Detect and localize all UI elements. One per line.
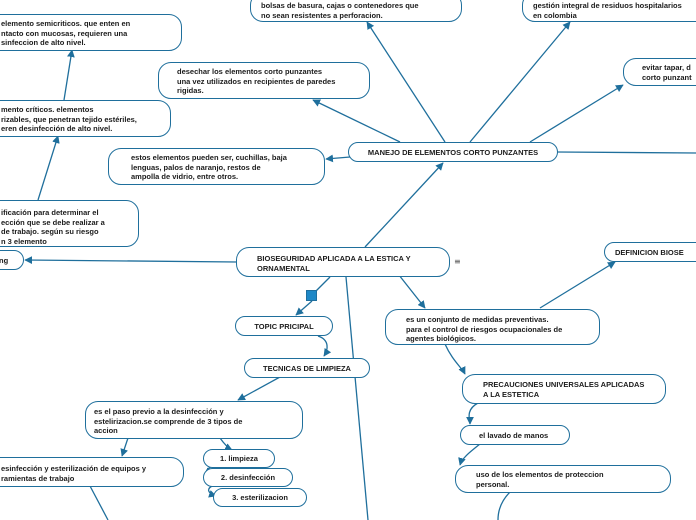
link-manejo-right	[556, 151, 696, 154]
node-esterilizacion[interactable]: 3. esterilizacion	[213, 488, 307, 507]
link-manejo-bolsas	[366, 21, 446, 143]
menu-icon[interactable]: ≡	[454, 257, 461, 266]
link-topic-tecnicas	[317, 335, 332, 357]
link-uso-down	[497, 491, 511, 520]
link-central-collapse	[314, 276, 331, 293]
link-paso-desinfeccion-eq	[120, 437, 129, 457]
node-gestion[interactable]: gestión integral de residuos hospitalari…	[522, 0, 696, 22]
link-collapse-topic	[295, 300, 313, 316]
link-central-manejo	[364, 162, 444, 248]
node-desechar[interactable]: desechar los elementos corto punzantes u…	[158, 62, 370, 99]
link-medidas-definicion	[539, 261, 616, 309]
collapse-icon[interactable]	[306, 290, 317, 301]
node-desinfeccion-eq[interactable]: esinfección y esterilización de equipos …	[0, 457, 184, 487]
node-definicion[interactable]: DEFINICION BIOSE	[604, 242, 696, 262]
link-manejo-desechar	[312, 99, 401, 143]
node-criticos[interactable]: mento críticos. elementos rizables, que …	[0, 100, 171, 137]
link-manejo-evitar	[529, 84, 624, 143]
link-tecnicas-paso	[237, 376, 281, 401]
node-tecnicas[interactable]: TECNICAS DE LIMPIEZA	[244, 358, 370, 378]
link-manejo-estos	[325, 154, 351, 163]
node-evitar[interactable]: evitar tapar, d corto punzant	[623, 58, 696, 86]
node-desinfeccion[interactable]: 2. desinfección	[203, 468, 293, 487]
link-criticos-semicriticos	[63, 49, 75, 101]
node-precauciones[interactable]: PRECAUCIONES UNIVERSALES APLICADAS A LA …	[462, 374, 666, 404]
link-medidas-precauciones	[444, 343, 466, 375]
node-clasificacion[interactable]: ificación para determinar el ección que …	[0, 200, 139, 247]
link-desinfeccion-eq-down	[89, 485, 109, 520]
node-bolsas[interactable]: bolsas de basura, cajas o contenedores q…	[250, 0, 462, 22]
node-paso[interactable]: es el paso previo a la desinfección y es…	[85, 401, 303, 439]
node-semicriticos[interactable]: elemento semicriticos. que enten en ntac…	[0, 14, 182, 51]
node-ng[interactable]: ng	[0, 250, 24, 270]
link-central-down	[345, 276, 369, 520]
link-precauciones-lavado	[466, 402, 479, 425]
link-central-ng	[24, 256, 238, 264]
link-manejo-gestion	[469, 21, 571, 143]
node-topic[interactable]: TOPIC PRICIPAL	[235, 316, 333, 336]
node-limpieza[interactable]: 1. limpieza	[203, 449, 275, 468]
node-lavado[interactable]: el lavado de manos	[460, 425, 570, 445]
node-estos[interactable]: estos elementos pueden ser, cuchillas, b…	[108, 148, 325, 185]
node-manejo[interactable]: MANEJO DE ELEMENTOS CORTO PUNZANTES	[348, 142, 558, 162]
node-central[interactable]: BIOSEGURIDAD APLICADA A LA ESTICA Y ORNA…	[236, 247, 450, 277]
node-medidas[interactable]: es un conjunto de medidas preventivas. p…	[385, 309, 600, 345]
link-lavado-uso	[458, 443, 481, 466]
link-clasificacion-criticos	[37, 135, 60, 201]
node-uso[interactable]: uso de los elementos de proteccion perso…	[455, 465, 671, 493]
